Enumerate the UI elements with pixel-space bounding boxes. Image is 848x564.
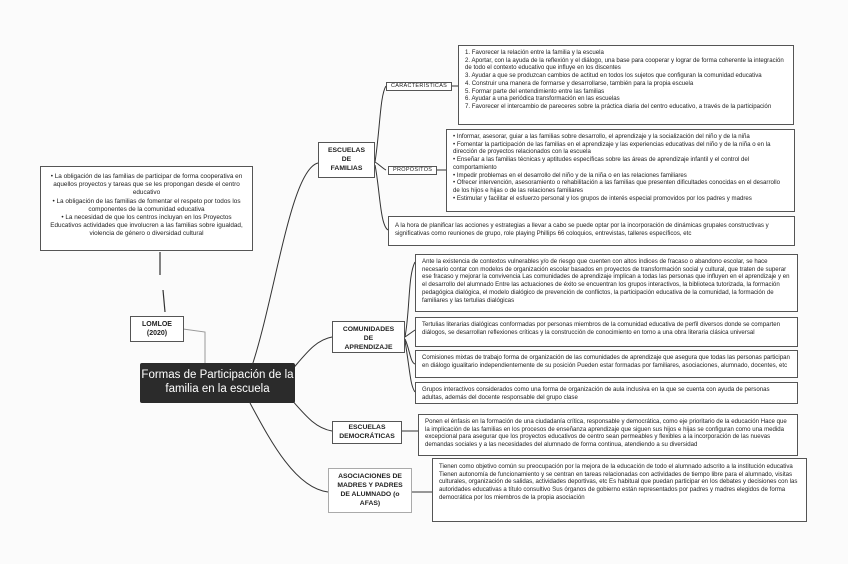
list-item: 2. Aportar, con la ayuda de la reflexión…	[465, 56, 784, 72]
lomloe-node: LOMLOE (2020)	[130, 316, 184, 342]
list-item: • Ofrecer intervención, asesoramiento o …	[453, 179, 780, 194]
list-item: 3. Ayudar a que se produzcan cambios de …	[465, 72, 762, 80]
lomloe-note: • La obligación de las familias de parti…	[50, 173, 243, 197]
list-item: 6. Ayudar a una periódica transformación…	[465, 95, 620, 103]
comunidades-item: Tertulias literarias dialógicas conforma…	[415, 317, 798, 347]
planificar-note: A la hora de planificar las acciones y e…	[388, 216, 795, 246]
list-item: 1. Favorecer la relación entre la famili…	[465, 49, 604, 56]
list-item: 7. Favorecer el intercambio de pareceres…	[465, 102, 772, 110]
propositos-list: • Informar, asesorar, guiar a las famili…	[446, 129, 795, 212]
democraticas-text: Ponen el énfasis en la formación de una …	[418, 414, 798, 456]
comunidades-item: Ante la existencia de contextos vulnerab…	[415, 254, 798, 312]
democraticas-node: ESCUELAS DEMOCRÁTICAS	[332, 421, 402, 444]
central-topic: Formas de Participación de la familia en…	[140, 363, 295, 403]
afas-node: ASOCIACIONES DE MADRES Y PADRES DE ALUMN…	[328, 468, 412, 513]
lomloe-notes: • La obligación de las familias de parti…	[40, 166, 253, 251]
escuelas-familias-node: ESCUELAS DE FAMILIAS	[318, 142, 375, 178]
lomloe-note: • La obligación de las familias de fomen…	[52, 197, 241, 213]
comunidades-node: COMUNIDADES DE APRENDIZAJE	[332, 321, 405, 353]
list-item: • Fomentar la participación de las famil…	[453, 140, 771, 156]
comunidades-item: Comisiones mixtas de trabajo forma de or…	[415, 350, 798, 378]
caracteristicas-tag: CARACTERÍSTICAS	[386, 82, 453, 91]
list-item: 4. Construir una manera de formarse y de…	[465, 79, 694, 87]
list-item: • Enseñar a las familias técnicas y apti…	[453, 156, 750, 171]
list-item: 5. Formar parte del entendimiento entre …	[465, 87, 605, 95]
propositos-tag: PROPÓSITOS	[388, 166, 438, 175]
list-item: • Impedir problemas en el desarrollo del…	[453, 171, 687, 179]
list-item: • Informar, asesorar, guiar a las famili…	[453, 133, 750, 140]
comunidades-item: Grupos interactivos considerados como un…	[415, 382, 798, 404]
caracteristicas-list: 1. Favorecer la relación entre la famili…	[458, 45, 794, 125]
list-item: • Estimular y facilitar el esfuerzo pers…	[453, 194, 752, 202]
afas-text: Tienen como objetivo común su preocupaci…	[432, 458, 807, 522]
lomloe-note: • La necesidad de que los centros incluy…	[50, 214, 243, 238]
